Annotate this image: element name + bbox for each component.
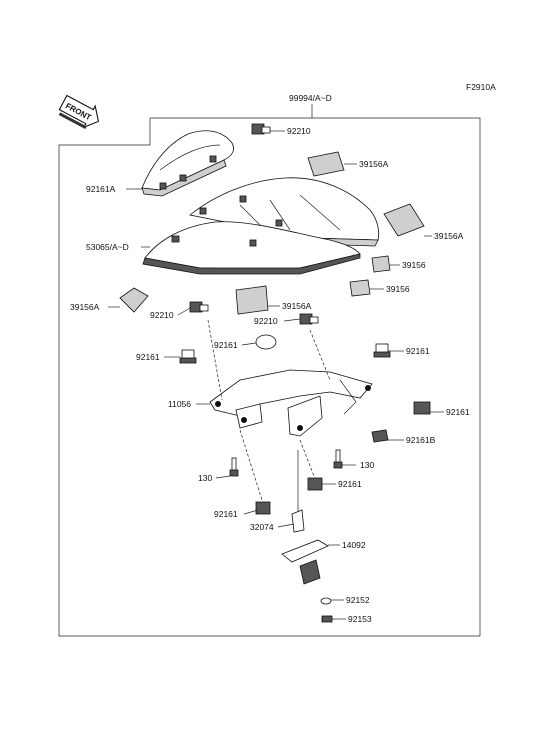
label-pad-3: 39156	[402, 260, 426, 270]
stay-part	[291, 450, 305, 533]
label-screw: 92153	[348, 614, 372, 624]
bolt-130-right	[333, 449, 343, 469]
label-damper-2: 92161	[406, 346, 430, 356]
front-arrow-icon: FRONT	[58, 94, 100, 130]
label-plate: 14092	[342, 540, 366, 550]
cap-92210-left	[189, 301, 209, 313]
label-cap-b: 92210	[150, 310, 174, 320]
nut-part	[320, 597, 332, 605]
bolt-130-left	[229, 457, 239, 477]
pad-39156a-left	[119, 287, 149, 313]
damper-92161-lower-left	[255, 501, 271, 515]
figure-code: F2910A	[466, 82, 496, 92]
label-cushion-a: 92161A	[86, 184, 116, 194]
label-bracket: 11056	[168, 399, 191, 409]
damper-92161b	[371, 429, 389, 443]
damper-92161-lower-right	[307, 477, 323, 491]
damper-92161-right	[373, 343, 391, 358]
label-nut: 92152	[346, 595, 370, 605]
label-pad-1: 39156A	[359, 159, 389, 169]
assembly-frame	[58, 104, 481, 637]
cap-92210-right	[299, 313, 319, 325]
label-pad-6: 39156A	[70, 302, 100, 312]
label-damper-5: 92161B	[406, 435, 436, 445]
label-damper-1: 92161	[214, 340, 238, 350]
label-assembly: 99994/A~D	[289, 93, 332, 103]
label-damper-3: 92161	[136, 352, 160, 362]
pad-39156-2	[349, 279, 371, 297]
seat-cover-part	[142, 221, 361, 275]
damper-92161-left	[179, 349, 197, 364]
leader-lines	[108, 130, 444, 620]
label-stay: 32074	[250, 522, 274, 532]
label-damper-4: 92161	[446, 407, 470, 417]
part-labels: 92210 39156A 92161A 39156A 53065/A~D 391…	[70, 126, 470, 624]
damper-92161-far-right	[413, 401, 431, 415]
small-cowl-part	[141, 130, 234, 197]
pad-39156a-right	[383, 203, 425, 237]
pad-39156a-top	[307, 151, 345, 177]
label-cap-a: 92210	[287, 126, 311, 136]
label-cap-c: 92210	[254, 316, 278, 326]
damper-92161-center	[255, 334, 277, 350]
pad-39156-1	[371, 255, 391, 273]
bracket-part	[209, 369, 373, 437]
pad-39156a-mid	[235, 285, 269, 315]
label-bolt-2: 130	[360, 460, 374, 470]
plate-part	[281, 539, 329, 585]
label-pad-2: 39156A	[434, 231, 464, 241]
label-pad-5: 39156A	[282, 301, 312, 311]
label-pad-4: 39156	[386, 284, 410, 294]
label-cover: 53065/A~D	[86, 242, 129, 252]
label-damper-7: 92161	[214, 509, 238, 519]
screw-part	[321, 615, 333, 623]
label-damper-6: 92161	[338, 479, 362, 489]
label-bolt-1: 130	[198, 473, 212, 483]
cap-92210-top	[251, 123, 271, 135]
